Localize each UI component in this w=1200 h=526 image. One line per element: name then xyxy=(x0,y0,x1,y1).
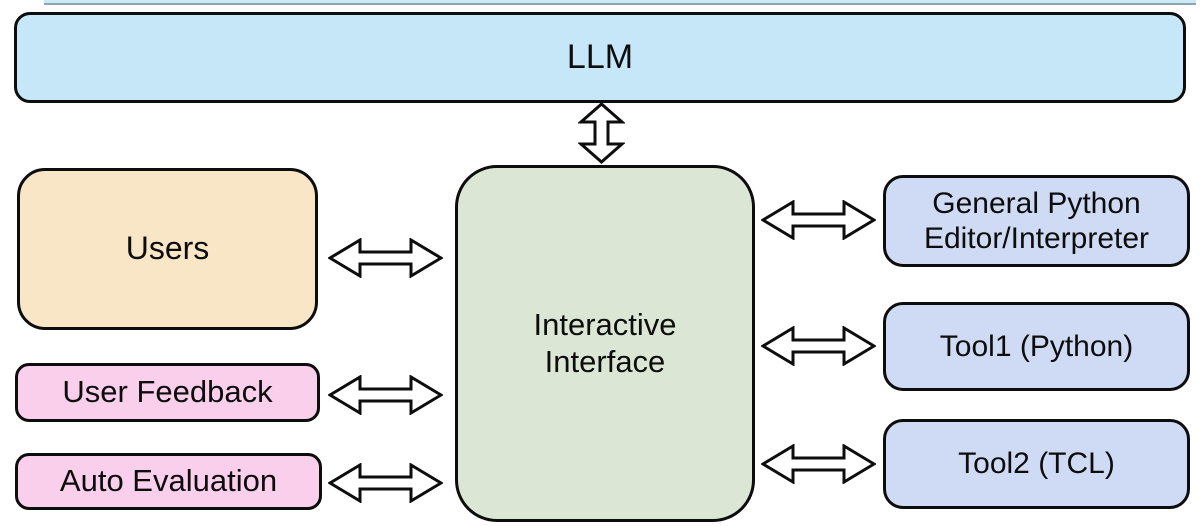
node-tool1-python: Tool1 (Python) xyxy=(883,302,1190,391)
double-arrow-users-interface-icon xyxy=(328,238,443,278)
double-arrow-auto-evaluation-interface-icon xyxy=(328,463,443,503)
double-arrow-interface-tool2-icon xyxy=(761,444,876,484)
double-arrow-interface-tool1-icon xyxy=(761,326,876,366)
node-tool2-tcl: Tool2 (TCL) xyxy=(883,419,1190,509)
node-llm: LLM xyxy=(14,12,1186,103)
node-interactive-interface: Interactive Interface xyxy=(455,165,755,522)
node-user-feedback: User Feedback xyxy=(15,363,320,422)
double-arrow-llm-interface-icon xyxy=(578,102,625,164)
node-general-python-editor-interpreter: General Python Editor/Interpreter xyxy=(883,175,1190,267)
node-auto-evaluation: Auto Evaluation xyxy=(15,453,322,510)
double-arrow-user-feedback-interface-icon xyxy=(328,375,443,415)
top-crop-line xyxy=(44,0,1196,5)
double-arrow-interface-general-python-icon xyxy=(761,200,876,240)
node-users: Users xyxy=(17,168,318,330)
